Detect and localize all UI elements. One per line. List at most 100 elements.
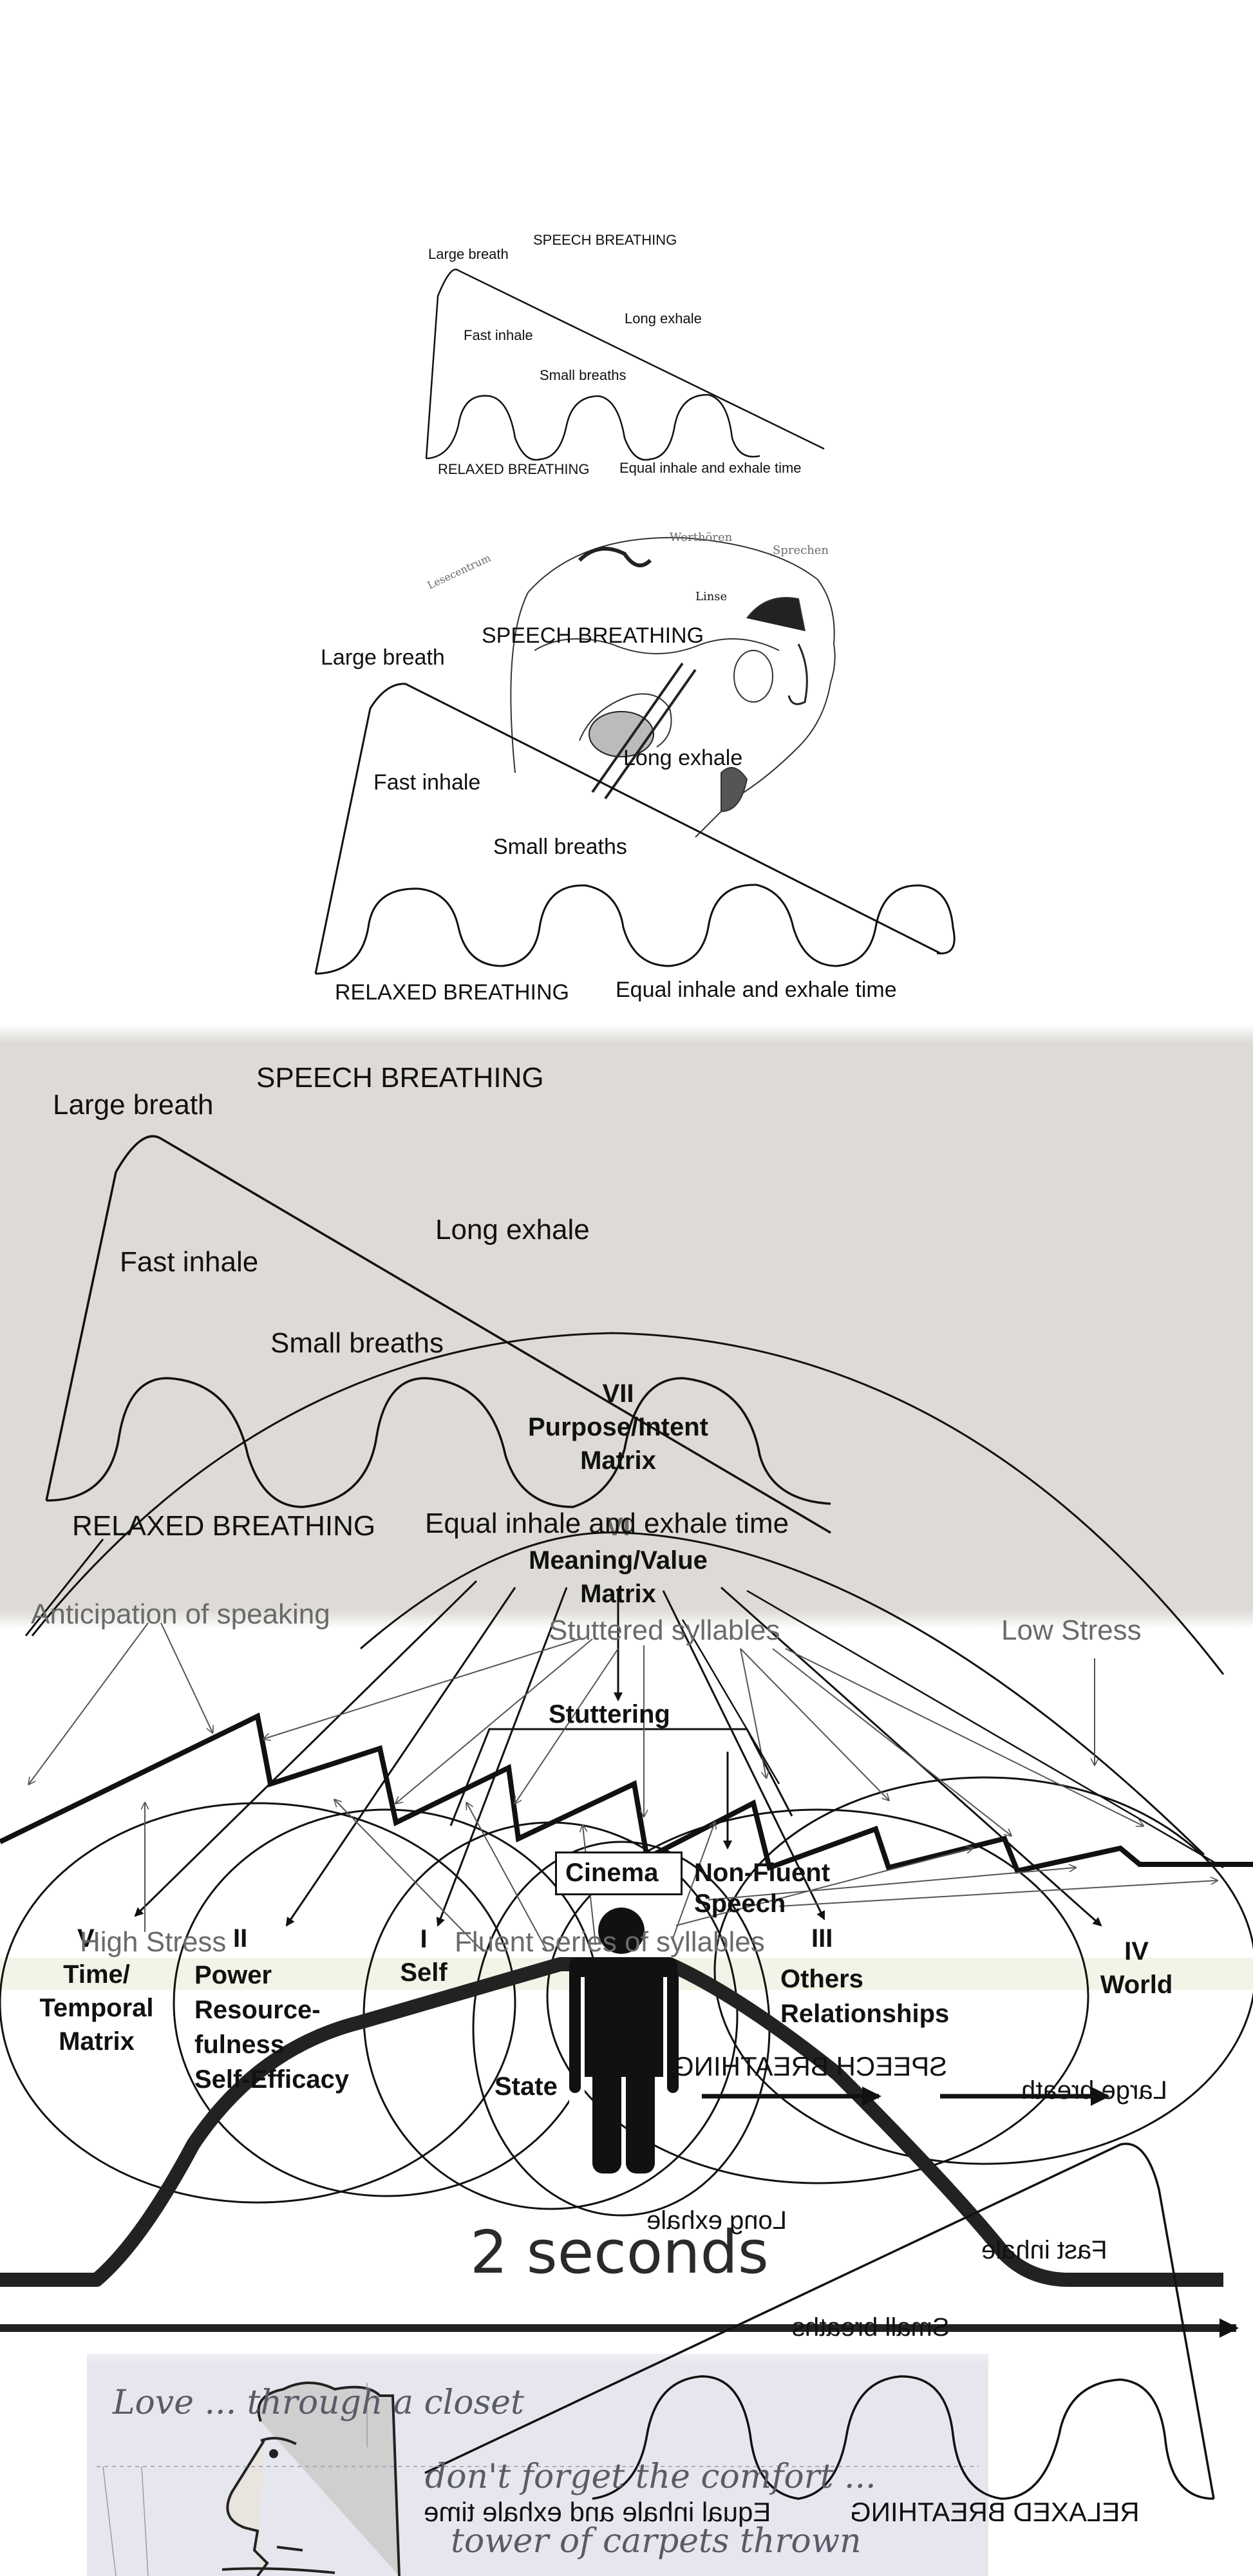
time-label: Time/ [63, 1960, 130, 1989]
breathing-diagram-medium [314, 683, 956, 975]
matrix-ii-power: Power Resource- fulness Self-Efficacy [194, 1958, 349, 2097]
meaning-value-arc [360, 1531, 1205, 1856]
small-breaths-label: Small breaths [540, 367, 626, 383]
speech-label: Speech [694, 1889, 786, 1918]
stuttering-sawtooth [0, 1712, 1253, 1874]
relationships-label: Relationships [780, 2000, 950, 2028]
purpose-intent-arc [31, 1332, 1225, 1675]
time-matrix-label: Matrix [59, 2027, 135, 2056]
ellipse-v-time [0, 1802, 516, 2204]
numeral-iv: IV [1124, 1937, 1149, 1965]
gray-arrows [29, 1622, 1217, 1952]
large-breath-label: Large breath [428, 246, 509, 262]
mirrored-speech-breathing-title: SPEECH BREATHING [673, 2051, 948, 2081]
fast-inhale-label: Fast inhale [120, 1246, 259, 1278]
meaning-value-label: Meaning/Value [529, 1546, 708, 1575]
mirrored-speech-curve [424, 2143, 1215, 2499]
speech-breathing-title: SPEECH BREATHING [256, 1062, 544, 1094]
speech-breathing-curve [425, 269, 825, 459]
non-fluent-label: Non-Fluent [694, 1859, 831, 1887]
stuttering-label: Stuttering [549, 1700, 670, 1728]
temporal-label: Temporal [39, 1994, 154, 2022]
small-breaths-label: Small breaths [270, 1327, 444, 1359]
brain-label-worthoren: Worthören [670, 531, 733, 544]
numeral-iii: III [811, 1924, 833, 1953]
power-label: Power [194, 1961, 272, 1989]
matrix-vi-meaning-value: VI Meaning/Value Matrix [509, 1510, 728, 1611]
secondary-lines [681, 1589, 1224, 1869]
face-sketch [221, 2382, 400, 2576]
high-stress-label: High Stress [80, 1926, 227, 1958]
equal-inhale-exhale-label: Equal inhale and exhale time [425, 1508, 789, 1539]
brain-label-sprechen: Sprechen [773, 544, 829, 557]
meaning-matrix-label: Matrix [580, 1580, 656, 1608]
matrix-iv-world: IV World [1088, 1935, 1185, 2002]
ellipse-iii-others [546, 1808, 1089, 2184]
two-seconds-label: 2 seconds [470, 2218, 769, 2287]
relaxed-breathing-wave [426, 393, 760, 461]
person-silhouette-icon [569, 1908, 679, 2174]
matrix-vii-purpose-intent: VII Purpose/Intent Matrix [509, 1377, 728, 1477]
relaxed-breathing-wave [315, 884, 956, 975]
stuttered-syllables-label: Stuttered syllables [549, 1615, 780, 1646]
mirrored-large-breath-label: Large breath [1021, 2076, 1167, 2105]
speech-breathing-title: SPEECH BREATHING [482, 623, 704, 648]
matrix-v-time: Time/ Temporal Matrix [13, 1958, 180, 2058]
others-label: Others [780, 1965, 863, 1993]
purpose-matrix-label: Matrix [580, 1446, 656, 1475]
relaxed-breathing-wave [46, 1377, 831, 1508]
numeral-i: I [420, 1925, 428, 1953]
mirrored-fast-inhale-label: Fast inhale [981, 2236, 1107, 2264]
resource-label: Resource- [194, 1996, 321, 2024]
brain-label-linse: Linse [695, 590, 728, 603]
cinema-label: Cinema [565, 1859, 659, 1887]
mirrored-long-exhale-label: Long exhale [646, 2206, 787, 2235]
small-breaths-label: Small breaths [493, 835, 627, 859]
relaxed-breathing-label: RELAXED BREATHING [438, 461, 590, 477]
handwriting-line-3: tower of carpets thrown [451, 2522, 862, 2561]
large-breath-label: Large breath [321, 645, 445, 670]
numeral-vi: VI [606, 1513, 630, 1541]
breathing-diagram-large [45, 1135, 831, 1534]
speech-breathing-title: SPEECH BREATHING [533, 232, 677, 248]
paper-ruled-lines [97, 2383, 979, 2576]
mirrored-small-breaths-label: Small breaths [792, 2313, 950, 2342]
brain-illustration [510, 536, 836, 838]
equal-inhale-exhale-label: Equal inhale and exhale time [619, 460, 802, 476]
fast-inhale-label: Fast inhale [464, 327, 533, 343]
speech-breathing-curve [45, 1135, 831, 1534]
state-label: State [495, 2072, 558, 2101]
ellipse-iv-world [713, 1776, 1253, 2165]
numeral-ii: II [233, 1924, 248, 1953]
large-breath-label: Large breath [53, 1089, 214, 1121]
cinema-box [555, 1852, 683, 1895]
breathing-diagram-small [425, 269, 825, 461]
self-efficacy-label: Self-Efficacy [194, 2065, 350, 2094]
long-exhale-label: Long exhale [435, 1214, 590, 1245]
handwriting-line-1: Love ... through a closet [113, 2383, 524, 2422]
fulness-label: fulness [194, 2031, 285, 2059]
speech-breathing-curve [314, 683, 941, 974]
mirrored-breathing-diagram [424, 2143, 1215, 2500]
purpose-intent-label: Purpose/Intent [527, 1413, 709, 1441]
fluent-series-label: Fluent series of syllables [455, 1926, 765, 1958]
long-exhale-label: Long exhale [623, 746, 743, 770]
line-anticipation [24, 1539, 104, 1636]
relaxed-breathing-label: RELAXED BREATHING [72, 1510, 376, 1542]
handwriting-line-2: don't forget the comfort ... [425, 2458, 876, 2496]
mirrored-relaxed-breathing-label: RELAXED BREATHING [850, 2497, 1140, 2527]
anticipation-of-speaking-label: Anticipation of speaking [31, 1598, 330, 1630]
numeral-vii: VII [602, 1379, 634, 1408]
low-stress-label: Low Stress [1001, 1615, 1142, 1646]
matrix-iii-others: Others Relationships [780, 1962, 949, 2031]
gray-background-band [0, 1024, 1253, 1629]
matrix-i-self: I Self [391, 1922, 456, 1989]
long-exhale-label: Long exhale [625, 310, 702, 327]
numeral-v: V [77, 1924, 95, 1953]
paper-fade [0, 2338, 1253, 2363]
self-label: Self [400, 1958, 448, 1987]
two-second-curve [0, 1957, 1223, 2287]
stuttering-bracket [449, 1728, 793, 1826]
world-label: World [1100, 1971, 1173, 1999]
